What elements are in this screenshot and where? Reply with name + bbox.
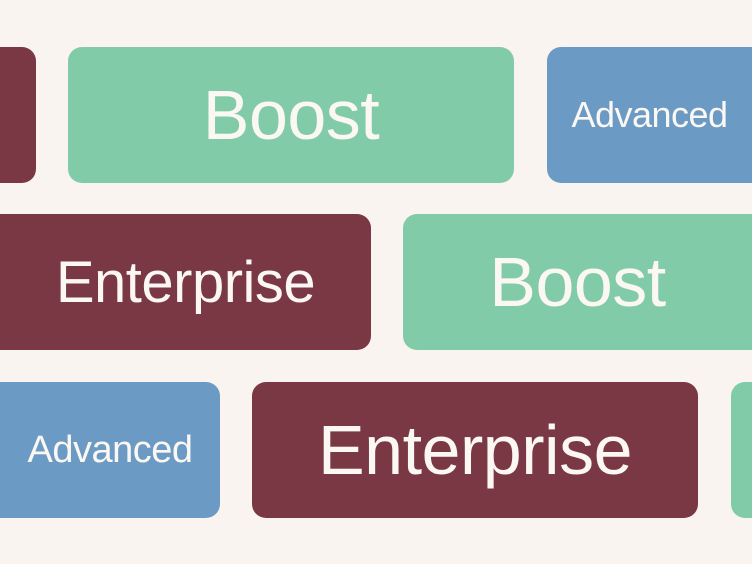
enterprise-tag[interactable]: Enterprise [0,214,371,350]
tag-label: Enterprise [55,249,316,315]
tag-label: Enterprise [317,411,633,489]
tag-label: Advanced [27,428,193,471]
tag-label: Advanced [571,94,728,135]
boost-tag[interactable]: Boost [68,47,514,183]
advanced-tag[interactable]: Advanced [0,382,220,518]
tag-label: Boost [489,243,666,321]
enterprise-tag[interactable]: Enterprise [252,382,698,518]
enterprise-tag[interactable] [0,47,36,183]
tag-label: Boost [202,76,380,154]
boost-tag[interactable] [731,382,752,518]
boost-tag[interactable]: Boost [403,214,752,350]
advanced-tag[interactable]: Advanced [547,47,752,183]
